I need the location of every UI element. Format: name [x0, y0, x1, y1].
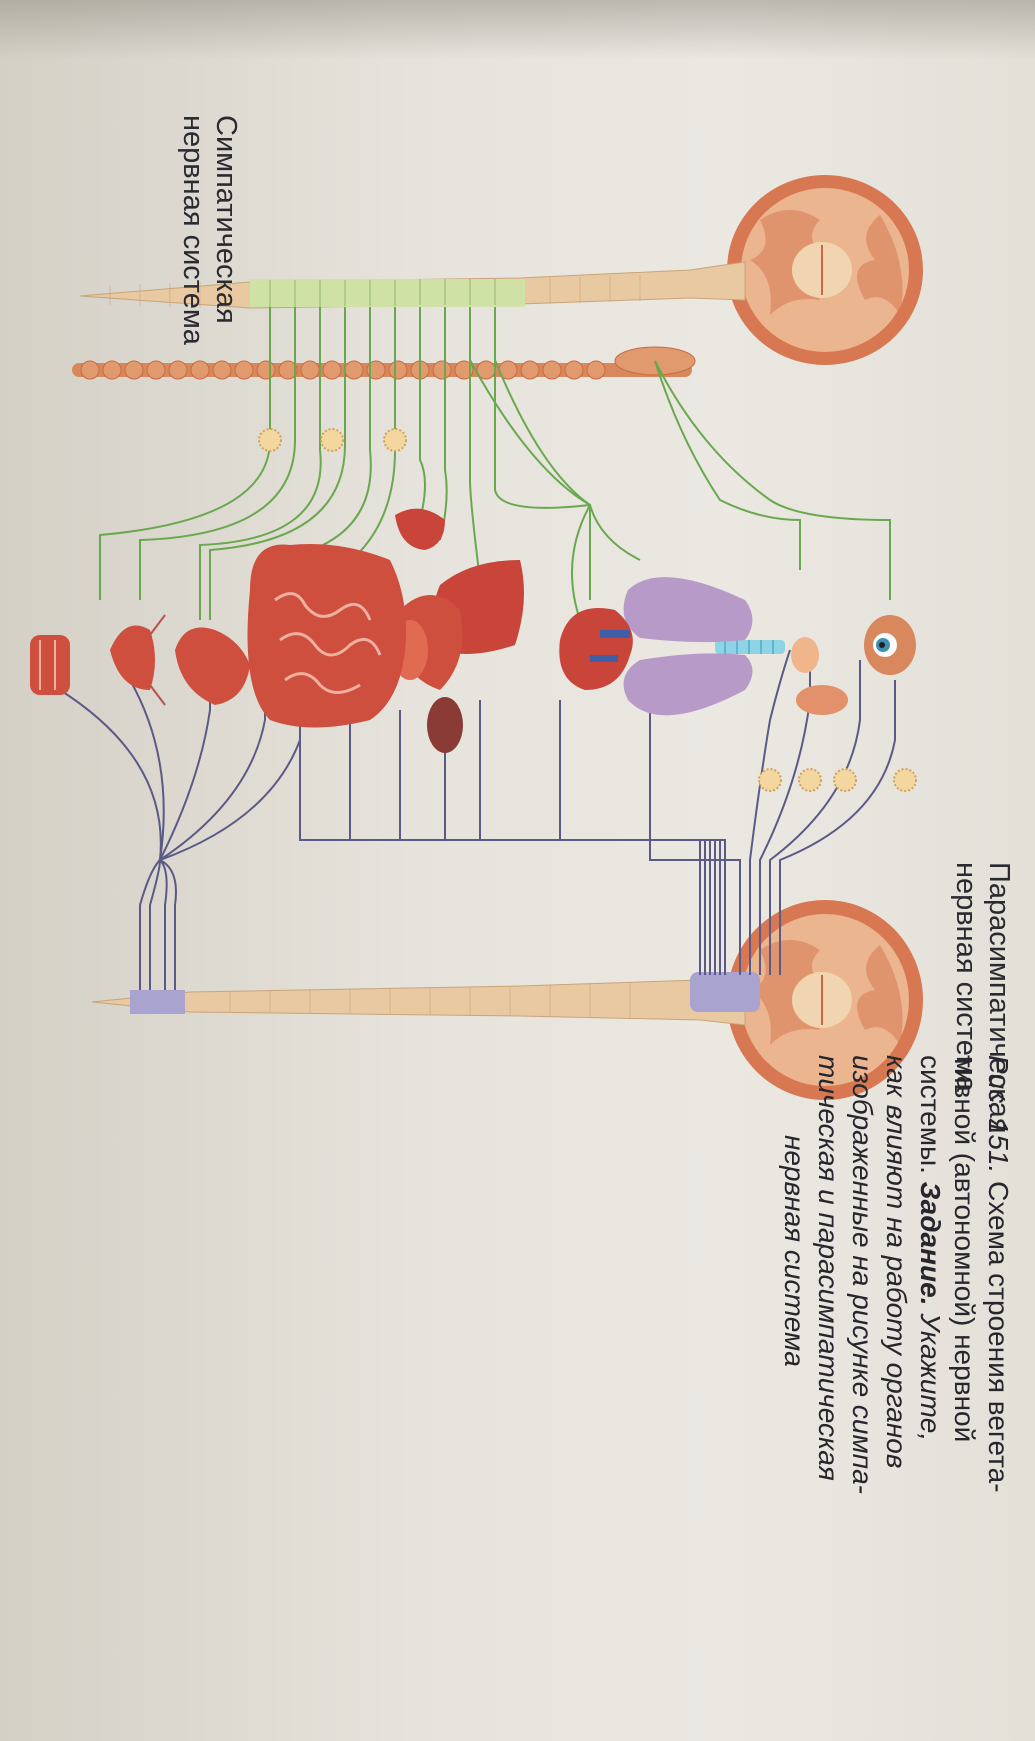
- caption-line-4: как влияют на работу органов: [881, 1055, 912, 1469]
- trachea-icon: [715, 640, 785, 654]
- page-shadow: [0, 0, 1035, 60]
- caption-title-1: Схема строения вегета-: [983, 1181, 1014, 1493]
- colon-icon: [175, 627, 250, 705]
- caption-line-6: тическая и парасимпатическая: [813, 1055, 844, 1481]
- intestine-icon: [247, 544, 406, 728]
- sympathetic-label-line-2: нервная система: [177, 115, 209, 345]
- parasympathetic-nerves: [59, 640, 917, 990]
- sympathetic-label: Симпатическая нервная система: [176, 115, 242, 345]
- task-label: Задание.: [915, 1181, 946, 1306]
- heart-icon: [559, 608, 633, 690]
- figure-number: Рис. 151.: [983, 1055, 1014, 1174]
- caption-title-3: системы.: [915, 1055, 946, 1174]
- caption-line-7: нервная система: [779, 1135, 810, 1367]
- bladder-icon: [110, 614, 166, 706]
- caption-line-3: системы. Задание. Укажите,: [913, 1055, 947, 1494]
- eye-icon: [864, 615, 916, 675]
- caption-line-1: Рис. 151. Схема строения вегета-: [981, 1055, 1015, 1494]
- spinal-cord-icon: [79, 261, 746, 309]
- sympathetic-chain-icon: [72, 346, 696, 380]
- caption-line-2: тивной (автономной) нервной: [949, 1055, 980, 1443]
- figure-caption: Рис. 151. Схема строения вегета- тивной …: [777, 1055, 1015, 1494]
- caption-line-5: изображенные на рисунке симпа-: [847, 1055, 878, 1494]
- task-line-1: Укажите,: [915, 1313, 946, 1442]
- genitals-icon: [30, 635, 70, 695]
- brain-icon: [727, 900, 923, 1100]
- kidney-icon: [395, 508, 463, 753]
- spinal-cord-icon: [91, 972, 760, 1026]
- salivary-gland-icon: [791, 637, 848, 715]
- brain-icon: [727, 175, 923, 365]
- lungs-icon: [623, 577, 753, 716]
- sympathetic-label-line-1: Симпатическая: [210, 115, 242, 324]
